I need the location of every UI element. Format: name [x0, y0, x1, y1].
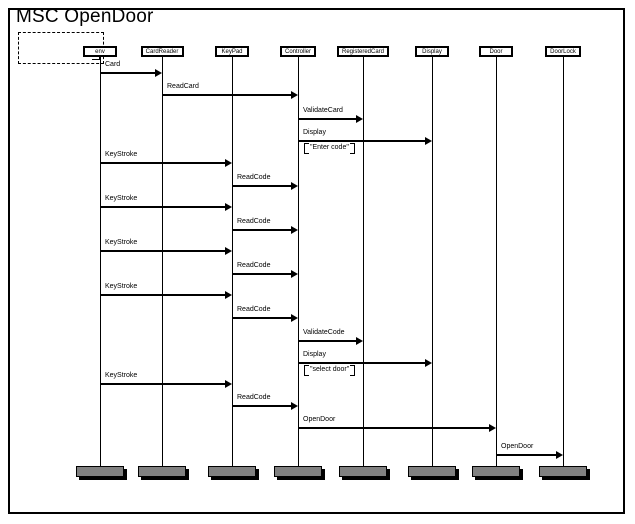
- instance-terminator-display: [408, 466, 456, 477]
- message-arrowhead-4: [225, 159, 232, 167]
- message-line-1[interactable]: [162, 94, 293, 96]
- message-line-4[interactable]: [100, 162, 227, 164]
- message-label-card-0: Card: [105, 61, 121, 68]
- message-parameter-13: "select door": [310, 366, 350, 373]
- instance-terminator-registeredcard: [339, 466, 387, 477]
- message-arrowhead-11: [291, 314, 298, 322]
- message-label-readcode-5: ReadCode: [237, 174, 271, 181]
- lifeline-doorlock: [563, 57, 564, 466]
- message-arrowhead-1: [291, 91, 298, 99]
- message-line-11[interactable]: [232, 317, 293, 319]
- instance-label: DoorLock: [550, 48, 576, 55]
- message-label-readcode-11: ReadCode: [237, 306, 271, 313]
- lifeline-env: [100, 57, 101, 466]
- message-arrowhead-10: [225, 291, 232, 299]
- message-label-opendoor-17: OpenDoor: [501, 443, 534, 450]
- message-arrowhead-5: [291, 182, 298, 190]
- message-label-validatecard-2: ValidateCard: [303, 107, 343, 114]
- message-label-display-13: Display: [303, 351, 326, 358]
- message-arrowhead-2: [356, 115, 363, 123]
- instance-terminator-door: [472, 466, 520, 477]
- lifeline-cardreader: [162, 57, 163, 466]
- message-arrowhead-6: [225, 203, 232, 211]
- message-line-10[interactable]: [100, 294, 227, 296]
- parameter-bracket-right-3: [350, 143, 355, 154]
- lifeline-display: [432, 57, 433, 466]
- message-line-0[interactable]: [100, 72, 157, 74]
- message-label-readcode-7: ReadCode: [237, 218, 271, 225]
- lifeline-controller: [298, 57, 299, 466]
- message-label-keystroke-4: KeyStroke: [105, 151, 138, 158]
- message-line-15[interactable]: [232, 405, 293, 407]
- instance-label: env: [95, 48, 105, 55]
- instance-terminator-doorlock: [539, 466, 587, 477]
- instance-terminator-cardreader: [138, 466, 186, 477]
- instance-head-keypad[interactable]: KeyPad: [215, 46, 249, 57]
- lifeline-keypad: [232, 57, 233, 466]
- message-arrowhead-14: [225, 380, 232, 388]
- message-arrowhead-3: [425, 137, 432, 145]
- message-arrowhead-12: [356, 337, 363, 345]
- parameter-bracket-left-3: [304, 143, 309, 154]
- instance-head-doorlock[interactable]: DoorLock: [545, 46, 581, 57]
- message-line-3[interactable]: [298, 140, 427, 142]
- message-arrowhead-0: [155, 69, 162, 77]
- message-label-keystroke-6: KeyStroke: [105, 195, 138, 202]
- instance-terminator-controller: [274, 466, 322, 477]
- instance-label: Door: [489, 48, 503, 55]
- message-line-8[interactable]: [100, 250, 227, 252]
- lifeline-registeredcard: [363, 57, 364, 466]
- page-title: MSC OpenDoor: [16, 6, 154, 27]
- instance-terminator-keypad: [208, 466, 256, 477]
- instance-terminator-env: [76, 466, 124, 477]
- parameter-bracket-right-13: [350, 365, 355, 376]
- message-label-readcard-1: ReadCard: [167, 83, 199, 90]
- msc-frame: [8, 8, 625, 514]
- message-arrowhead-8: [225, 247, 232, 255]
- instance-label: RegisteredCard: [341, 48, 385, 55]
- instance-head-door[interactable]: Door: [479, 46, 513, 57]
- message-arrowhead-9: [291, 270, 298, 278]
- message-line-6[interactable]: [100, 206, 227, 208]
- message-arrowhead-16: [489, 424, 496, 432]
- message-line-2[interactable]: [298, 118, 358, 120]
- message-arrowhead-17: [556, 451, 563, 459]
- instance-head-cardreader[interactable]: CardReader: [140, 46, 184, 57]
- message-label-keystroke-14: KeyStroke: [105, 372, 138, 379]
- message-parameter-3: "Enter code": [310, 144, 349, 151]
- instance-label: Display: [422, 48, 442, 55]
- instance-label: KeyPad: [221, 48, 243, 55]
- instance-label: CardReader: [145, 48, 179, 55]
- message-arrowhead-13: [425, 359, 432, 367]
- parameter-bracket-left-13: [304, 365, 309, 376]
- message-line-13[interactable]: [298, 362, 427, 364]
- instance-head-display[interactable]: Display: [415, 46, 449, 57]
- instance-head-controller[interactable]: Controller: [280, 46, 316, 57]
- message-label-keystroke-10: KeyStroke: [105, 283, 138, 290]
- instance-label: Controller: [284, 48, 311, 55]
- message-arrowhead-15: [291, 402, 298, 410]
- lifeline-door: [496, 57, 497, 466]
- message-arrowhead-7: [291, 226, 298, 234]
- message-line-7[interactable]: [232, 229, 293, 231]
- instance-head-env[interactable]: env: [83, 46, 117, 57]
- message-line-14[interactable]: [100, 383, 227, 385]
- message-line-16[interactable]: [298, 427, 491, 429]
- message-line-5[interactable]: [232, 185, 293, 187]
- message-label-validatecode-12: ValidateCode: [303, 329, 345, 336]
- message-label-readcode-15: ReadCode: [237, 394, 271, 401]
- message-label-opendoor-16: OpenDoor: [303, 416, 336, 423]
- instance-head-registeredcard[interactable]: RegisteredCard: [337, 46, 389, 57]
- message-line-12[interactable]: [298, 340, 358, 342]
- message-line-9[interactable]: [232, 273, 293, 275]
- message-label-display-3: Display: [303, 129, 326, 136]
- message-line-17[interactable]: [496, 454, 558, 456]
- message-label-keystroke-8: KeyStroke: [105, 239, 138, 246]
- message-label-readcode-9: ReadCode: [237, 262, 271, 269]
